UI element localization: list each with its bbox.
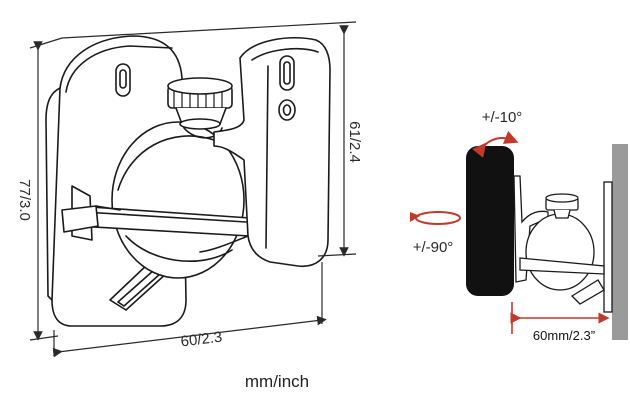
dim-height-label: 77/3.0 [16, 179, 33, 221]
wall [612, 144, 628, 340]
speaker-arm [213, 37, 331, 267]
bracket-side-view [466, 144, 628, 340]
side-ball-joint [525, 213, 595, 291]
speaker-box [466, 146, 514, 296]
dim-width-label: 60/2.3 [180, 329, 223, 351]
ball-joint [111, 121, 245, 279]
tilt-label: +/-10° [482, 109, 523, 126]
swivel-arrow [415, 211, 461, 225]
units-label: mm/inch [245, 372, 309, 391]
depth-label: 60mm/2.3” [533, 328, 595, 343]
wall-plate-edge [65, 45, 173, 93]
depth-dimension [510, 302, 610, 334]
tilt-arrow [472, 130, 519, 158]
dim-bracket-label: 61/2.4 [346, 121, 363, 163]
bracket-large-view [45, 35, 331, 327]
swivel-arrow-head [410, 212, 420, 222]
swivel-label: +/-90° [413, 239, 454, 256]
dimension-lines [29, 21, 357, 358]
